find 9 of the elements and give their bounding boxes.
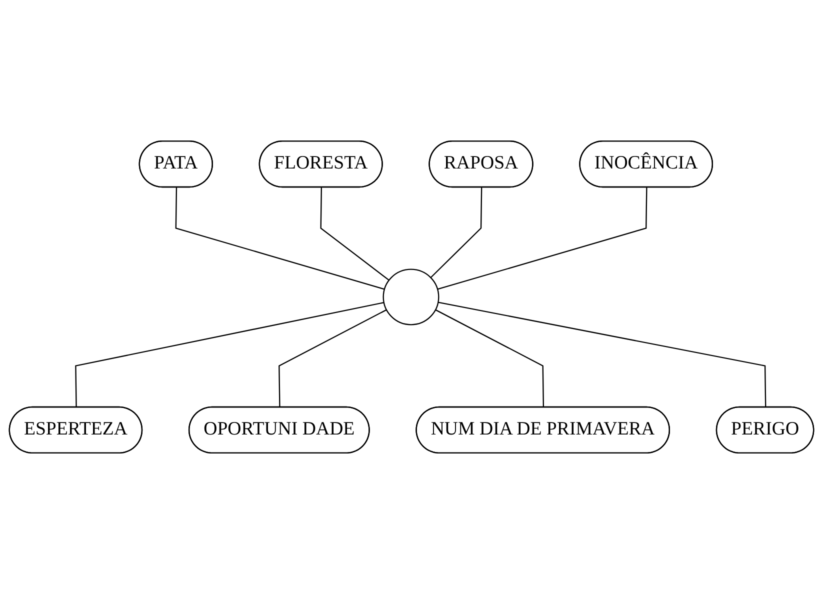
connector bbox=[437, 188, 648, 290]
connector bbox=[175, 188, 385, 290]
connector bbox=[435, 309, 544, 408]
connector bbox=[320, 188, 390, 281]
connector bbox=[438, 302, 766, 408]
connector bbox=[75, 302, 384, 408]
node-circle bbox=[382, 268, 440, 326]
connector bbox=[430, 188, 482, 278]
connector bbox=[278, 309, 387, 408]
